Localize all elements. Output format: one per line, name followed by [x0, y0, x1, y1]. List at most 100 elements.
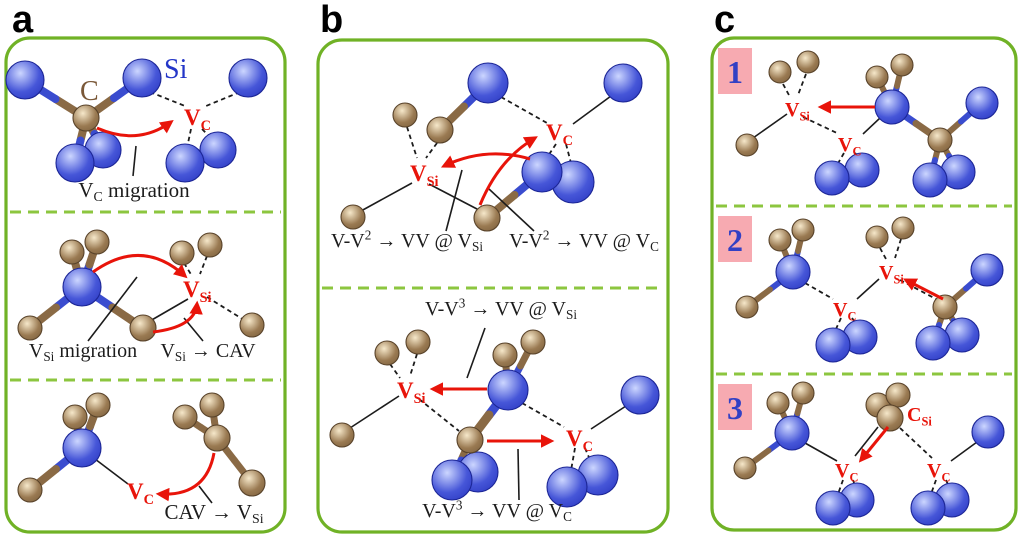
dashed-bond	[409, 353, 418, 377]
atom-si	[874, 89, 910, 125]
atom-si	[62, 267, 102, 307]
migration-arrow	[440, 152, 531, 168]
dashed-bond	[206, 296, 245, 321]
atom-c	[374, 340, 400, 366]
atom-si	[5, 60, 45, 100]
atom-c	[238, 469, 266, 497]
atom-c	[865, 65, 889, 89]
vacancy-label: VSi	[410, 161, 439, 190]
reaction-text: CAV → VSi	[164, 500, 263, 526]
atom-c	[59, 239, 85, 265]
atom-c	[768, 60, 792, 84]
vacancy-label: VC	[184, 105, 211, 134]
atom-si	[970, 253, 1004, 287]
reaction-text: VSi migration	[29, 340, 137, 364]
panel-c-border	[710, 36, 1018, 532]
step-badge	[718, 384, 752, 430]
pointer-line	[428, 183, 478, 210]
reaction-text: V-V2 → VV @ VC	[509, 227, 659, 254]
atom-c	[733, 456, 757, 480]
atom-c	[492, 342, 518, 368]
atom-si	[815, 490, 851, 526]
dashed-bond	[802, 116, 840, 135]
panel-letter-b: b	[320, 0, 343, 41]
vacancy-label: VC	[566, 426, 593, 455]
dashed-bond	[500, 96, 548, 124]
atom-c	[890, 53, 914, 77]
dashed-bond	[418, 398, 460, 432]
vacancy-label: VSi	[183, 277, 212, 306]
atom-c	[203, 424, 231, 452]
dashed-bond	[899, 427, 933, 459]
species-label-Si: Si	[164, 54, 188, 85]
atom-si	[775, 254, 811, 290]
atom-si	[487, 369, 529, 411]
pointer-line	[804, 442, 838, 462]
atom-si	[62, 428, 102, 468]
atom-si	[815, 327, 851, 363]
atom-si	[814, 160, 850, 196]
atom-si	[431, 459, 473, 501]
atom-c	[796, 50, 820, 74]
step-number: 3	[727, 390, 743, 426]
migration-arrow	[152, 300, 203, 334]
migration-arrow	[858, 426, 890, 463]
vacancy-label: VC	[127, 479, 154, 508]
species-label-C: C	[80, 76, 99, 107]
atom-si	[910, 490, 946, 526]
pointer-line	[87, 276, 138, 342]
vacancy-label: VSi	[879, 262, 904, 286]
atom-c	[473, 204, 501, 232]
atom-c	[735, 295, 759, 319]
vacancy-label: VSi	[785, 99, 810, 123]
atom-si	[546, 466, 588, 508]
dashed-bond	[425, 142, 438, 159]
pointer-line	[466, 327, 486, 379]
step-number: 2	[727, 222, 743, 258]
vacancy-label: VC	[835, 460, 858, 484]
dashed-bond	[797, 73, 807, 96]
atom-si	[971, 415, 1005, 449]
atom-si	[55, 143, 95, 183]
atom-c	[169, 240, 195, 266]
migration-arrow	[92, 253, 188, 279]
atom-si	[774, 415, 810, 451]
atom-c	[520, 329, 546, 355]
atom-c	[129, 314, 157, 342]
dashed-bond	[389, 363, 401, 379]
pointer-line	[517, 448, 520, 501]
dashed-bond	[199, 255, 208, 275]
atom-c	[932, 294, 958, 320]
atom-c	[329, 422, 355, 448]
pointer-line	[752, 113, 788, 139]
dashed-bond	[406, 126, 418, 159]
vacancy-label: VC	[833, 299, 856, 323]
vacancy-label: VC	[546, 120, 573, 149]
atom-c	[62, 404, 88, 430]
pointer-line	[590, 403, 630, 430]
panel-letter-c: c	[714, 0, 735, 41]
migration-arrow	[96, 120, 174, 138]
atom-c	[405, 329, 431, 355]
atom-si	[603, 63, 643, 103]
atom-si	[228, 58, 268, 98]
pointer-line	[862, 117, 881, 135]
dashed-bond	[879, 247, 887, 260]
atom-c	[239, 312, 265, 338]
atom-si	[122, 58, 162, 98]
dashed-bond	[521, 402, 565, 428]
vacancy-label: CSi	[907, 404, 932, 428]
atom-si	[199, 131, 237, 169]
atom-c	[392, 102, 418, 128]
atom-c	[891, 216, 915, 240]
atom-c	[340, 204, 366, 230]
dashed-bond	[782, 83, 791, 98]
pointer-line	[950, 441, 978, 462]
migration-arrow	[478, 136, 538, 206]
panel-b-border	[316, 38, 670, 534]
pointer-line	[94, 458, 129, 485]
pointer-line	[445, 169, 463, 232]
dashed-bond	[852, 479, 857, 490]
atom-c	[426, 116, 454, 144]
